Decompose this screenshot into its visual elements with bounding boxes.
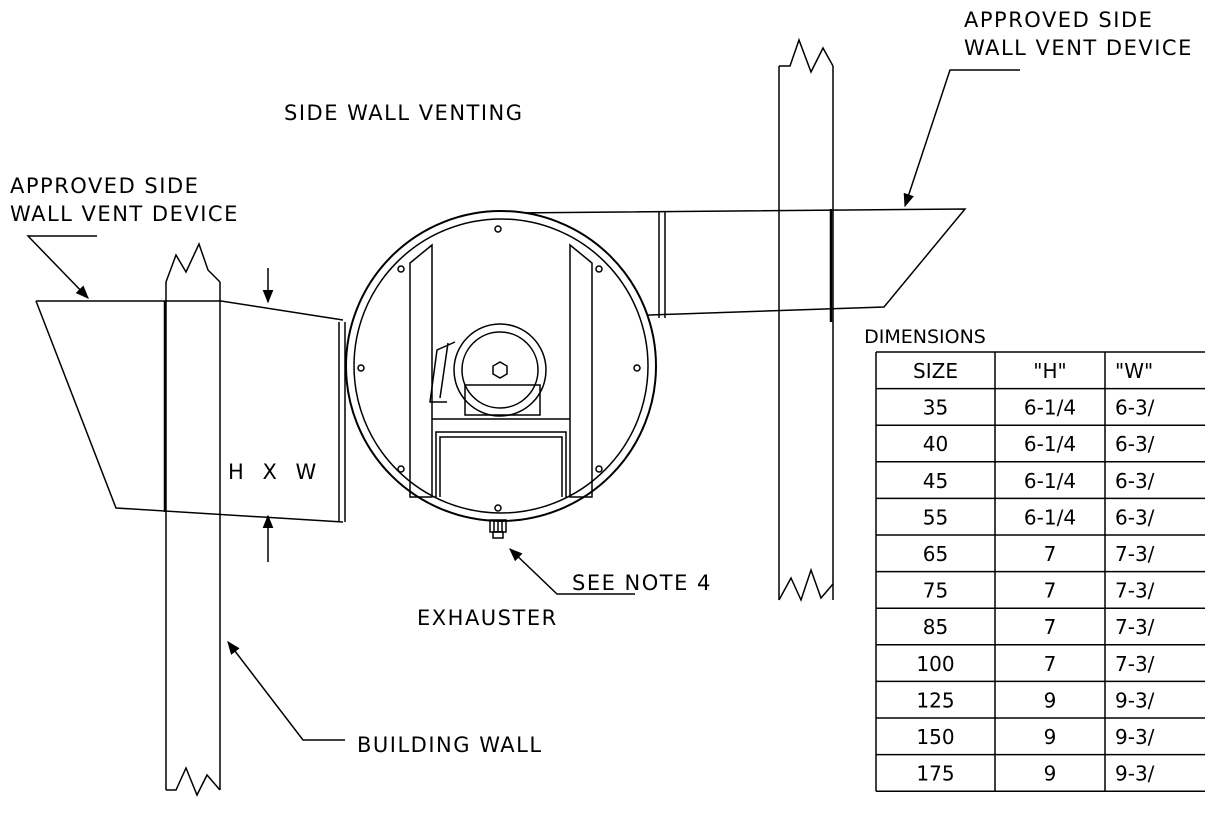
- table-cell-size: 65: [923, 542, 948, 566]
- exhauster-label: EXHAUSTER: [417, 606, 558, 630]
- duct-right: [504, 208, 967, 322]
- table-cell-size: 175: [916, 762, 954, 786]
- table-cell-w: 6-3/: [1115, 469, 1155, 493]
- table-header-h: "H": [1033, 359, 1066, 383]
- dimensions-table-cells: SIZE "H" "W" 35 6-1/4 6-3/40 6-1/4 6-3/45 6-1/4 6…: [913, 359, 1155, 786]
- table-cell-size: 40: [923, 432, 948, 456]
- table-header-size: SIZE: [913, 359, 958, 383]
- duct-left: [35, 300, 346, 523]
- table-cell-h: 9: [1044, 725, 1057, 749]
- table-cell-w: 7-3/: [1115, 579, 1155, 603]
- table-cell-size: 85: [923, 615, 948, 639]
- table-cell-w: 6-3/: [1115, 505, 1155, 529]
- table-cell-size: 35: [923, 396, 948, 420]
- leader-lines: [26, 69, 1020, 741]
- dimensions-table: DIMENSIONS SIZE "H" "W" 35 6-1/4 6-3/40 6-1/4 6…: [864, 326, 1205, 792]
- table-cell-w: 7-3/: [1115, 542, 1155, 566]
- table-cell-h: 6-1/4: [1024, 505, 1076, 529]
- table-header-w: "W": [1115, 359, 1153, 383]
- vent-device-right-label-line2: WALL VENT DEVICE: [964, 36, 1193, 60]
- vent-device-right-label-line1: APPROVED SIDE: [964, 8, 1153, 32]
- table-cell-h: 6-1/4: [1024, 432, 1076, 456]
- building-wall-left: [165, 242, 221, 797]
- dimensions-table-title: DIMENSIONS: [864, 326, 986, 348]
- table-cell-w: 7-3/: [1115, 652, 1155, 676]
- table-cell-size: 45: [923, 469, 948, 493]
- table-cell-h: 9: [1044, 688, 1057, 712]
- table-cell-size: 150: [916, 725, 954, 749]
- table-cell-size: 100: [916, 652, 954, 676]
- dimensions-table-grid: [875, 351, 1205, 792]
- table-cell-h: 7: [1044, 652, 1057, 676]
- vent-device-left-label-line1: APPROVED SIDE: [10, 174, 199, 198]
- table-cell-h: 9: [1044, 762, 1057, 786]
- building-wall-label: BUILDING WALL: [357, 733, 543, 757]
- duct-size-label: H X W: [228, 460, 322, 484]
- table-cell-w: 6-3/: [1115, 432, 1155, 456]
- table-cell-h: 6-1/4: [1024, 396, 1076, 420]
- table-cell-size: 75: [923, 579, 948, 603]
- exhauster-housing: [345, 210, 657, 539]
- table-cell-h: 7: [1044, 542, 1057, 566]
- table-cell-h: 7: [1044, 615, 1057, 639]
- table-cell-w: 9-3/: [1115, 688, 1155, 712]
- building-wall-right: [778, 37, 834, 603]
- see-note-label: SEE NOTE 4: [572, 571, 712, 595]
- table-cell-w: 6-3/: [1115, 396, 1155, 420]
- table-cell-size: 125: [916, 688, 954, 712]
- diagram-title: SIDE WALL VENTING: [284, 101, 524, 125]
- table-cell-size: 55: [923, 505, 948, 529]
- table-cell-w: 9-3/: [1115, 725, 1155, 749]
- vent-device-left-label-line2: WALL VENT DEVICE: [10, 202, 239, 226]
- table-cell-w: 7-3/: [1115, 615, 1155, 639]
- table-cell-h: 6-1/4: [1024, 469, 1076, 493]
- table-cell-h: 7: [1044, 579, 1057, 603]
- table-cell-w: 9-3/: [1115, 762, 1155, 786]
